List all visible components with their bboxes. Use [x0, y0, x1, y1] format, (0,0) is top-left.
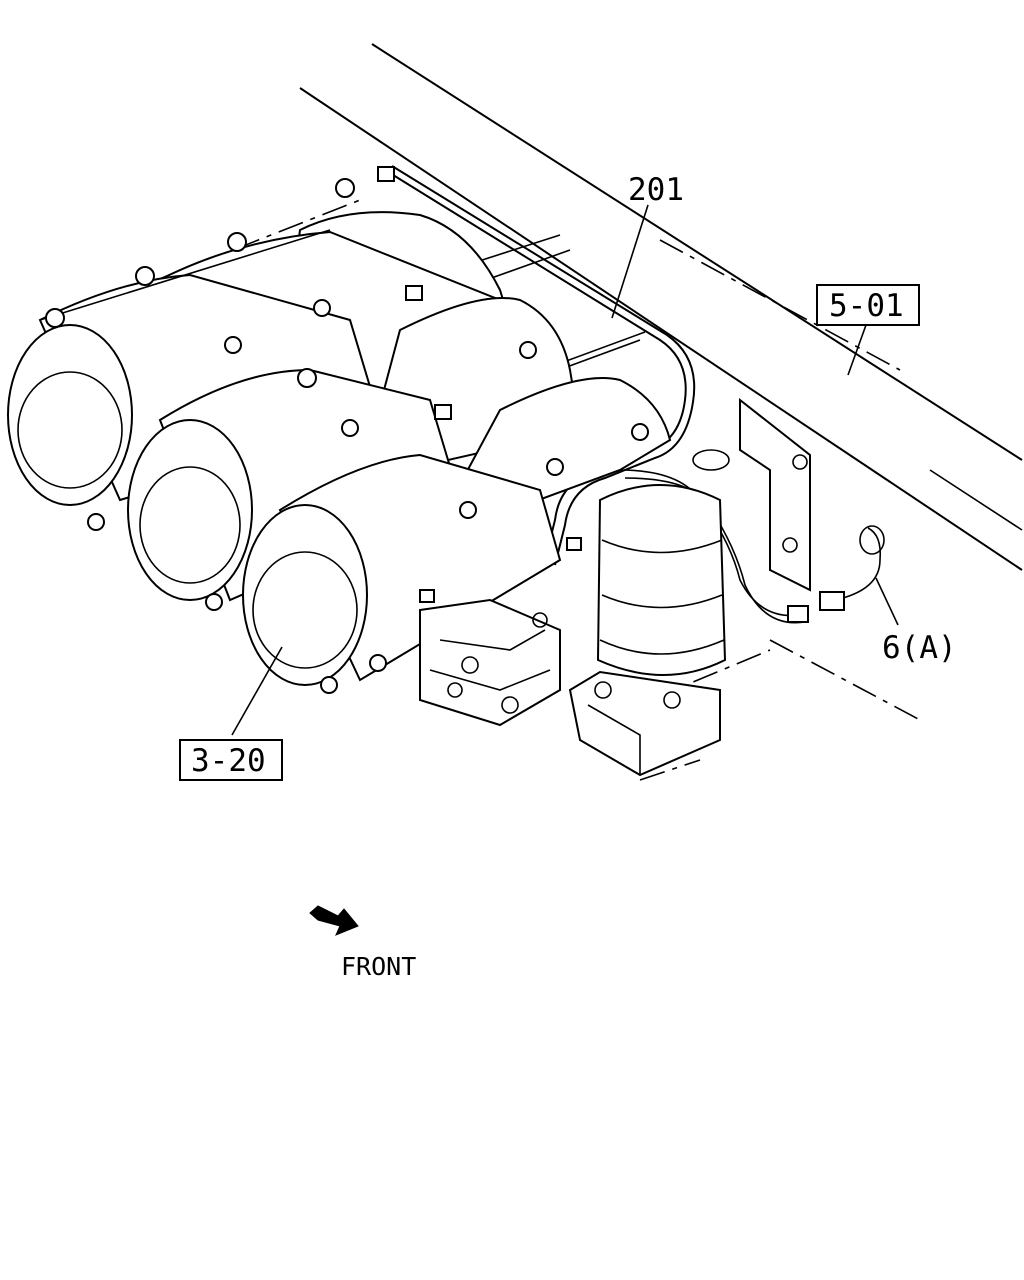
- frame-rail: [299, 43, 1023, 571]
- dryer-base: [568, 670, 721, 777]
- callout-frame-ref-box: [816, 284, 920, 326]
- valve-block: [419, 598, 561, 727]
- mounting-bracket: [739, 397, 811, 592]
- front-label: FRONT: [341, 952, 416, 981]
- air-dryer: [596, 449, 730, 676]
- callout-tank-ref: 3-20: [191, 743, 266, 779]
- callout-harness: 6(A): [882, 630, 957, 666]
- leader-lines: [231, 204, 899, 736]
- connectors: [377, 166, 845, 623]
- callout-frame-ref: 5-01: [829, 288, 904, 324]
- front-arrow-icon: [309, 905, 359, 936]
- callout-tank-ref-box: [179, 739, 283, 781]
- tank-fittings: [45, 178, 649, 694]
- air-tank-front: [242, 377, 672, 686]
- harness-grommet: [859, 525, 885, 555]
- callout-air-line: 201: [628, 172, 684, 208]
